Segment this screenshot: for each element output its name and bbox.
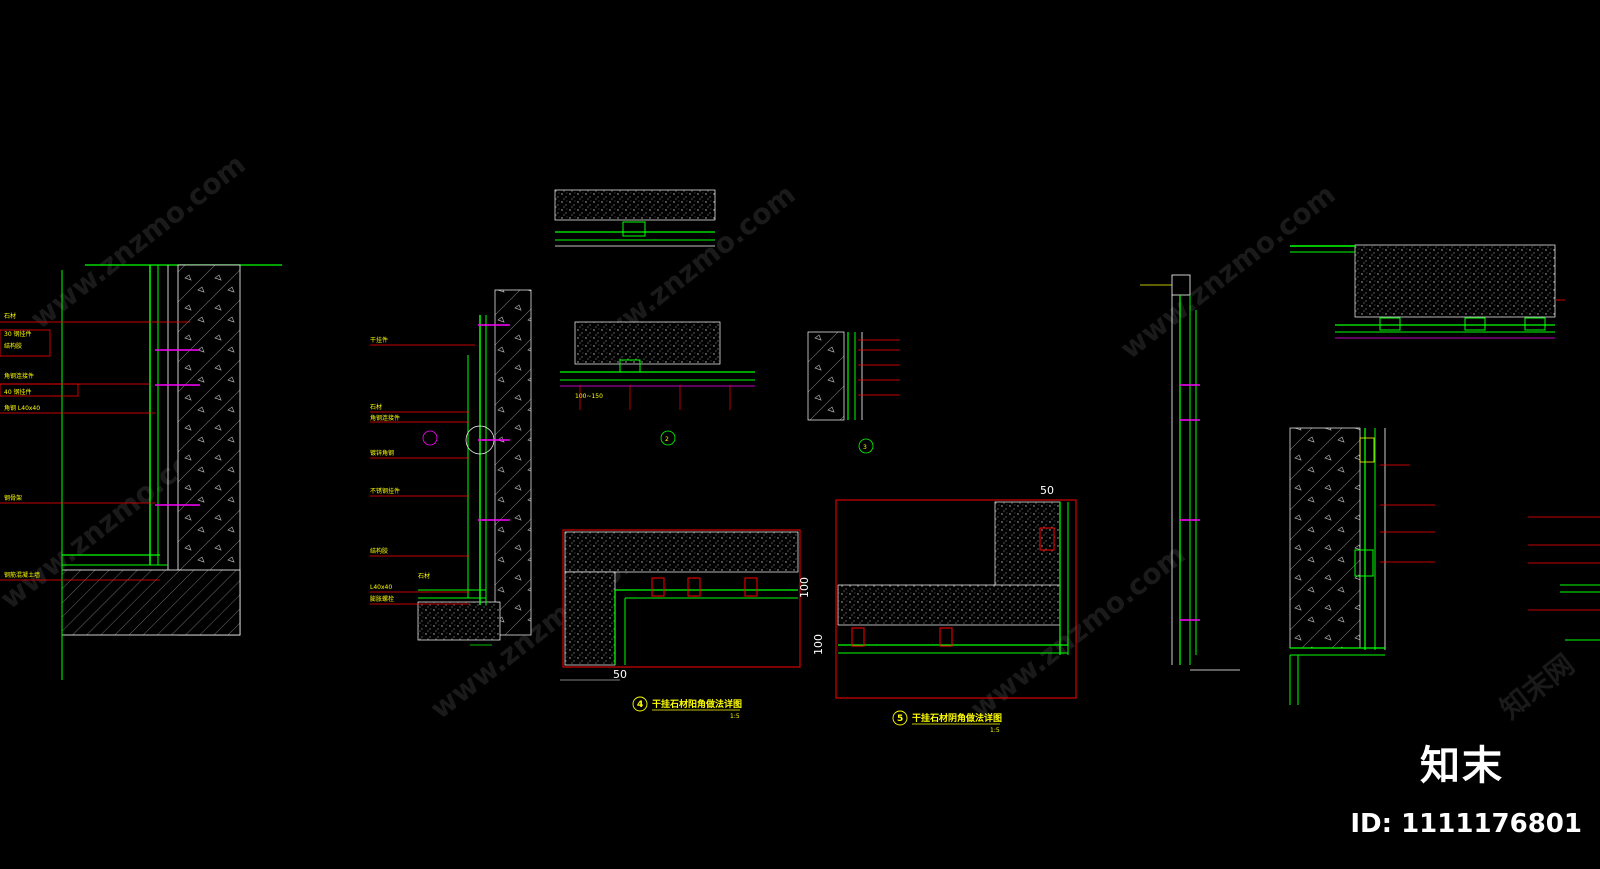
label: 石材 [4,312,16,320]
label: 结构胶 [370,547,388,555]
resource-id-label: ID: 1111176801 [1350,809,1582,839]
label: 角钢连接件 [4,372,34,380]
label: 镀锌角钢 [370,449,394,457]
dimension-label: 50 [1040,484,1054,497]
watermark-text: 知末网 [1494,648,1581,726]
detail-2-vertical-section: 干挂件 石材 角钢连接件 镀锌角钢 不锈钢挂件 结构胶 石材 L40x40 膨胀… [370,289,532,646]
detail-marker: 4 [637,700,643,710]
dimension-label: 50 [613,668,627,681]
detail-title: 干挂石材阳角做法详图 [652,698,742,710]
label: 干挂件 [370,336,388,344]
label: 钢筋混凝土墙 [4,571,40,579]
detail-scale: 1:5 [990,727,1000,734]
detail-scale: 1:5 [730,713,740,720]
detail-marker: 3 [863,444,867,451]
watermark-text: www.znzmo.com [1114,178,1342,366]
label: 30 钢挂件 [4,330,32,338]
label: 石材 [418,572,430,580]
detail-marker: 2 [665,436,669,443]
detail-5-outside-corner: 50 100 4 干挂石材阳角做法详图 1:5 [560,529,811,720]
detail-8-top-right [1290,244,1565,339]
label: 钢骨架 [4,494,22,502]
detail-6-inside-corner: 50 100 5 干挂石材阴角做法详图 1:5 [812,484,1077,734]
label: 膨胀螺栓 [370,595,394,603]
label: L40x40 [370,584,392,591]
detail-4-small-section: 3 [807,331,900,454]
detail-3b-section: 100~150 2 [560,321,755,446]
detail-10-partial [1528,516,1600,641]
dimension-label: 100~150 [575,393,603,400]
label: 结构胶 [4,342,22,350]
detail-3-top-section [554,189,716,247]
detail-1-wall-section: 石材 30 钢挂件 结构胶 角钢连接件 40 钢挂件 角钢 L40x40 钢骨架… [0,264,282,680]
label: 40 钢挂件 [4,388,32,396]
dimension-label: 100 [812,634,825,655]
brand-logo: 知末 [1420,743,1504,789]
label: 石材 [370,403,382,411]
detail-7-tall-section [1140,274,1240,671]
label: 角钢 L40x40 [4,404,40,412]
label: 不锈钢挂件 [370,487,400,495]
dimension-label: 100 [798,577,811,598]
detail-marker: 5 [897,714,903,724]
detail-title: 干挂石材阴角做法详图 [912,712,1002,724]
detail-9-right-section [1289,427,1435,705]
label: 角钢连接件 [370,414,400,422]
